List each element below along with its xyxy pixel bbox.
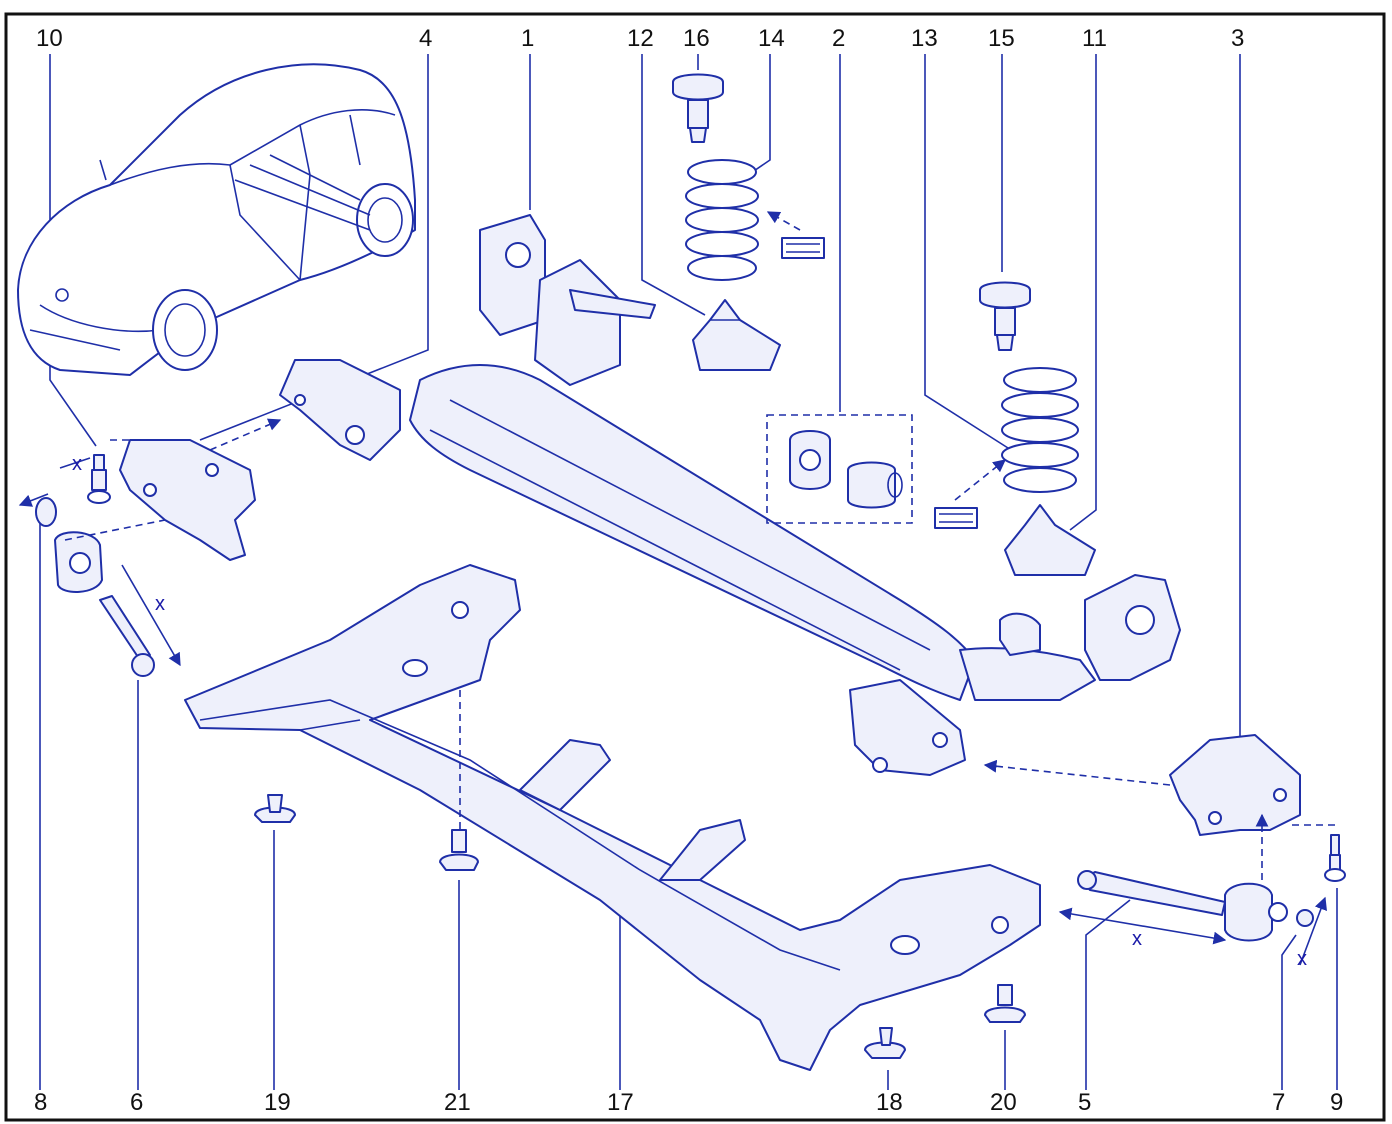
- callout-11: 11: [1082, 25, 1107, 52]
- callout-17: 17: [607, 1089, 634, 1116]
- right-fasteners: [1058, 813, 1346, 966]
- leader-lines: [39, 54, 1338, 1090]
- car-illustration: [17, 63, 416, 376]
- dimension-x-left-top: x: [72, 453, 82, 475]
- dimension-x-right-bolt: x: [1132, 928, 1142, 950]
- callout-16: 16: [683, 25, 710, 52]
- callout-7: 7: [1272, 1089, 1285, 1116]
- callout-19: 19: [264, 1089, 291, 1116]
- callout-3: 3: [1231, 25, 1244, 52]
- spring-right-assembly: [979, 281, 1096, 576]
- bracket-right: [983, 734, 1301, 836]
- bush-detail-box: [766, 414, 913, 524]
- callout-9: 9: [1330, 1089, 1343, 1116]
- callout-12: 12: [627, 25, 654, 52]
- callout-2: 2: [832, 25, 845, 52]
- callout-8: 8: [34, 1089, 47, 1116]
- left-fasteners: [18, 439, 181, 677]
- callout-20: 20: [990, 1089, 1017, 1116]
- callout-4: 4: [419, 25, 432, 52]
- subframe-crossmember: [184, 564, 1041, 1071]
- spring-left-assembly: [672, 73, 781, 371]
- dimension-x-left-bolt: x: [155, 593, 165, 615]
- callout-6: 6: [130, 1089, 143, 1116]
- callout-10: 10: [36, 25, 63, 52]
- callouts-top: 10 4 1 12 16 14 2 13 15 11 3: [36, 25, 1244, 52]
- callout-5: 5: [1078, 1089, 1091, 1116]
- callouts-bottom: 8 6 19 21 17 18 20 5 7 9: [34, 1089, 1343, 1116]
- callout-15: 15: [988, 25, 1015, 52]
- callout-21: 21: [444, 1089, 471, 1116]
- callout-1: 1: [521, 25, 534, 52]
- loose-fasteners: [254, 794, 1026, 1059]
- callout-13: 13: [911, 25, 938, 52]
- dimension-x-right-nut: x: [1297, 948, 1307, 970]
- callout-14: 14: [758, 25, 785, 52]
- callout-18: 18: [876, 1089, 903, 1116]
- diagram-frame: [4, 12, 1386, 1122]
- rear-axle-beam: [279, 214, 1181, 776]
- bracket-left: [119, 418, 282, 561]
- grease-symbols: [766, 211, 1006, 529]
- dimension-labels: x x x x: [72, 453, 1307, 970]
